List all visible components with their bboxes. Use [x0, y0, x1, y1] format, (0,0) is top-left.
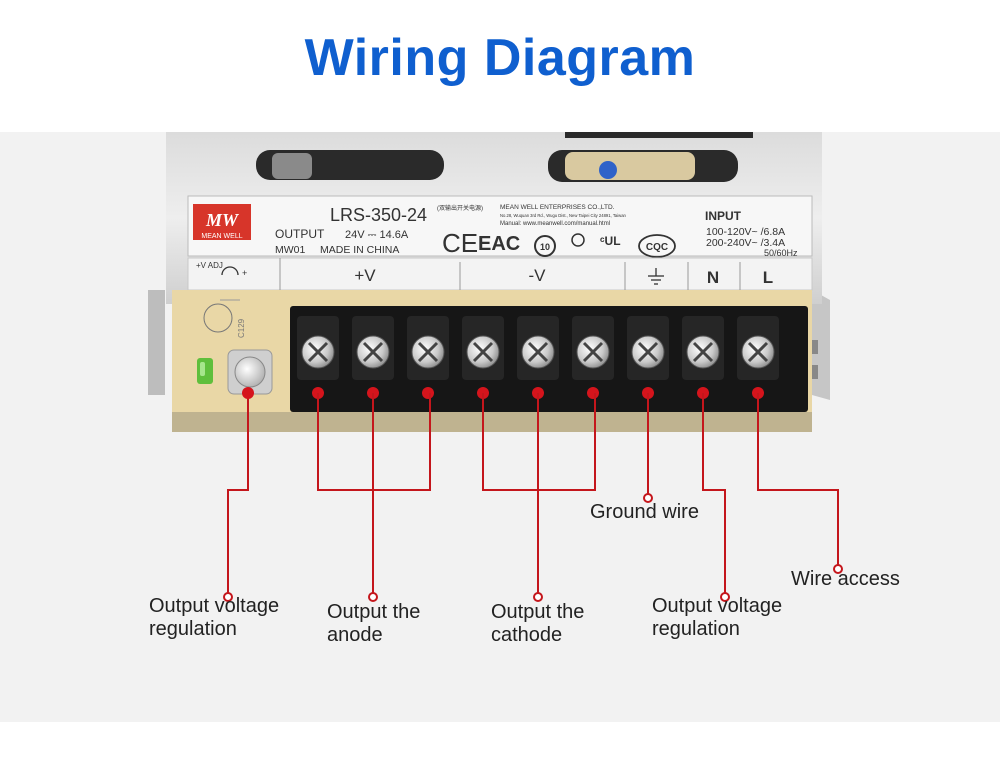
model-number: LRS-350-24 — [330, 205, 427, 225]
model-subtitle: (双输出开关电源) — [437, 204, 483, 212]
callout-output-anode: Output the anode — [327, 601, 426, 646]
callout-ground-wire: Ground wire — [590, 501, 699, 523]
terminal-vminus-1[interactable] — [462, 316, 504, 399]
voltage-adjust-potentiometer[interactable] — [227, 349, 273, 395]
terminal-vplus-3[interactable] — [407, 316, 449, 399]
terminal-vplus-1[interactable] — [297, 316, 339, 399]
manufacturer-name: MEAN WELL ENTERPRISES CO.,LTD. — [500, 204, 615, 211]
brand-name: MEAN WELL — [201, 233, 242, 240]
adj-marker-dot — [242, 387, 254, 399]
terminal-marker-dot — [587, 387, 599, 399]
device-label: MW MEAN WELL LRS-350-24 (双输出开关电源) MEAN W… — [187, 195, 813, 258]
marker-cathode — [533, 592, 543, 602]
terminal-neutral[interactable] — [682, 316, 724, 399]
input-rating-1: 100-120V~ /6.8A — [706, 226, 785, 238]
case-side-rails — [148, 290, 830, 400]
terminal-label-plus: +V — [354, 266, 376, 285]
marker-neutral — [720, 592, 730, 602]
device-code: MW01 — [275, 244, 305, 256]
svg-text:MW: MW — [205, 210, 240, 230]
manufacturer-address: No.28, Wuquan 3rd Rd., Wugu Dist., New T… — [500, 213, 627, 218]
terminal-vminus-2[interactable] — [517, 316, 559, 399]
callout-output-cathode: Output the cathode — [491, 601, 590, 646]
leader-adj — [227, 393, 249, 593]
adj-label: +V ADJ — [196, 261, 223, 270]
terminal-label-minus: -V — [529, 266, 547, 285]
terminal-label-l: L — [763, 268, 773, 287]
output-value: 24V ⎓ 14.6A — [345, 229, 409, 241]
marker-line — [833, 564, 843, 574]
callout-labels: Output voltage regulation Output the ano… — [149, 501, 900, 646]
leader-lines — [227, 393, 839, 593]
certification-icons: 10 ᶜUL — [534, 233, 621, 257]
made-in: MADE IN CHINA — [320, 244, 399, 256]
svg-text:C129: C129 — [237, 318, 246, 338]
leader-line — [757, 393, 839, 565]
callout-neutral-voltage-regulation: Output voltage regulation — [652, 595, 788, 640]
meanwell-logo: MW MEAN WELL — [193, 204, 251, 240]
eac-mark: EAC — [478, 233, 520, 255]
terminal-label-n: N — [707, 268, 719, 287]
terminal-block — [290, 306, 808, 412]
page-title: Wiring Diagram — [304, 29, 696, 87]
svg-text:CQC: CQC — [646, 242, 668, 253]
terminal-marker-dot — [422, 387, 434, 399]
callout-adj-voltage-regulation: Output voltage regulation — [149, 595, 285, 640]
terminal-line[interactable] — [737, 316, 779, 399]
input-label: INPUT — [705, 209, 742, 223]
svg-text:10: 10 — [540, 242, 550, 252]
terminal-ground[interactable] — [627, 316, 669, 399]
marker-ground — [643, 493, 653, 503]
ground-symbol-icon — [648, 268, 664, 285]
ce-mark: CE — [442, 228, 478, 258]
terminal-vplus-2[interactable] — [352, 316, 394, 399]
callout-wire-access: Wire access — [791, 568, 900, 590]
terminal-legend-strip: +V ADJ + +V -V N L — [187, 257, 813, 291]
led-indicator — [197, 358, 213, 384]
manual-url: Manual: www.meanwell.com/manual.html — [500, 221, 610, 227]
output-label: OUTPUT — [275, 227, 325, 241]
adj-arrow-icon — [221, 266, 239, 276]
input-frequency: 50/60Hz — [764, 248, 798, 258]
input-rating-2: 200-240V~ /3.4A — [706, 237, 785, 249]
cqc-mark: CQC — [638, 234, 676, 258]
leader-end-markers — [223, 493, 843, 602]
leader-neutral — [702, 393, 726, 593]
marker-anode — [368, 592, 378, 602]
svg-text:+: + — [242, 268, 247, 278]
marker-adj — [223, 592, 233, 602]
svg-text:ᶜUL: ᶜUL — [600, 234, 621, 248]
